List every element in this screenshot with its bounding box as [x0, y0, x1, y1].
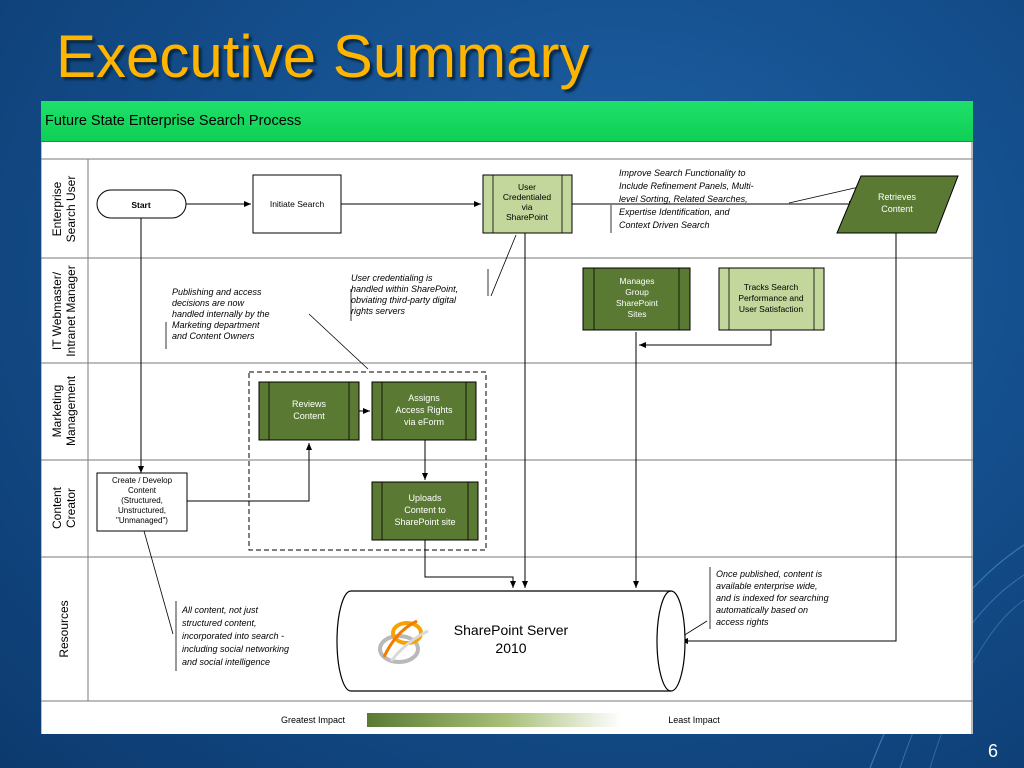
note-line: Once published, content is	[716, 569, 823, 579]
sharepoint-server-node: SharePoint Server 2010	[336, 590, 686, 692]
note-line: rights servers	[351, 306, 406, 316]
start-label: Start	[131, 200, 151, 210]
create-develop-node: Create / Develop Content (Structured, Un…	[96, 472, 188, 532]
legend-greatest-impact: Greatest Impact	[281, 715, 346, 725]
note-line: All content, not just	[181, 605, 259, 615]
node-text-line: Unstructured,	[118, 506, 166, 515]
lane-label-line: Intranet Manager	[64, 265, 78, 356]
reviews-content-node: Reviews Content	[258, 381, 360, 441]
note-line: Context Driven Search	[619, 220, 710, 230]
note-publishing-access: Publishing and access decisions are now …	[172, 287, 270, 341]
lane-label-line: Management	[64, 375, 78, 446]
retrieves-content-node: Retrieves Content	[836, 175, 959, 234]
note-once-published: Once published, content is available ent…	[716, 569, 829, 627]
node-text-line: Assigns	[408, 393, 440, 403]
note-line: Include Refinement Panels, Multi-	[619, 181, 754, 191]
marketing-group-boundary	[248, 371, 487, 551]
node-text-line: Manages	[620, 276, 655, 286]
note-line: Improve Search Functionality to	[619, 168, 746, 178]
flow-connectors	[138, 201, 897, 644]
lane-label-marketing: Marketing Management	[50, 375, 78, 446]
note-line: level Sorting, Related Searches,	[619, 194, 748, 204]
lane-label-line: Marketing	[50, 385, 64, 438]
node-text-line: SharePoint	[616, 298, 659, 308]
swimlane-diagram: Enterprise Search User IT Webmaster/ Int…	[41, 141, 973, 734]
impact-legend: Greatest Impact Least Impact	[281, 713, 720, 727]
note-improve-search: Improve Search Functionality to Include …	[619, 168, 754, 230]
lane-label-line: IT Webmaster/	[50, 271, 64, 350]
node-text-line: "Unmanaged")	[116, 516, 168, 525]
node-text-line: Content	[128, 486, 157, 495]
lane-grid	[41, 141, 973, 734]
lane-label-line: Resources	[57, 600, 71, 657]
node-text-line: Create / Develop	[112, 476, 173, 485]
note-line: and Content Owners	[172, 331, 255, 341]
initiate-search-label: Initiate Search	[270, 199, 325, 209]
note-line: Publishing and access	[172, 287, 262, 297]
note-line: handled internally by the	[172, 309, 270, 319]
manages-group-node: Manages Group SharePoint Sites	[582, 267, 691, 331]
node-text-line: SharePoint site	[394, 517, 455, 527]
node-text-line: SharePoint	[506, 212, 549, 222]
node-text-line: Content to	[404, 505, 446, 515]
node-text-line: 2010	[495, 640, 526, 656]
node-text-line: Retrieves	[878, 192, 917, 202]
node-text-line: Tracks Search	[744, 282, 799, 292]
legend-least-impact: Least Impact	[668, 715, 720, 725]
lane-label-content-creator: Content Creator	[50, 486, 78, 529]
node-text-line: Sites	[628, 309, 647, 319]
note-line: handled within SharePoint,	[351, 284, 458, 294]
node-text-line: (Structured,	[121, 496, 163, 505]
node-text-line: via	[522, 202, 533, 212]
note-line: structured content,	[182, 618, 257, 628]
node-text-line: User	[518, 182, 536, 192]
sharepoint-logo-icon	[378, 619, 429, 664]
node-text-line: Performance and	[738, 293, 803, 303]
note-line: Marketing department	[172, 320, 260, 330]
lane-label-line: Enterprise	[50, 181, 64, 236]
note-line: including social networking	[182, 644, 289, 654]
page-number: 6	[987, 741, 998, 761]
node-text-line: Access Rights	[395, 405, 453, 415]
lane-label-search-user: Enterprise Search User	[50, 176, 78, 243]
note-line: decisions are now	[172, 298, 245, 308]
lane-label-resources: Resources	[57, 600, 71, 657]
note-line: automatically based on	[716, 605, 808, 615]
note-line: incorporated into search -	[182, 631, 284, 641]
node-text-line: Uploads	[408, 493, 442, 503]
node-text-line: Group	[625, 287, 649, 297]
note-all-content: All content, not just structured content…	[181, 605, 289, 667]
uploads-content-node: Uploads Content to SharePoint site	[371, 481, 479, 541]
note-line: access rights	[716, 617, 769, 627]
assigns-access-node: Assigns Access Rights via eForm	[371, 381, 477, 441]
slide-title: Executive Summary	[56, 23, 590, 90]
node-text-line: SharePoint Server	[454, 622, 569, 638]
note-line: available enterprise wide,	[716, 581, 818, 591]
note-user-credentialing: User credentialing is handled within Sha…	[351, 273, 458, 316]
node-text-line: User Satisfaction	[739, 304, 804, 314]
diagram-header-title: Future State Enterprise Search Process	[45, 113, 302, 129]
note-line: and social intelligence	[182, 657, 270, 667]
node-text-line: Reviews	[292, 399, 327, 409]
note-line: Expertise Identification, and	[619, 207, 731, 217]
note-line: and is indexed for searching	[716, 593, 829, 603]
lane-label-it-webmaster: IT Webmaster/ Intranet Manager	[50, 265, 78, 356]
note-line: User credentialing is	[351, 273, 433, 283]
initiate-search-node: Initiate Search	[252, 174, 342, 234]
lane-label-line: Content	[50, 486, 64, 529]
user-credentialed-node: User Credentialed via SharePoint	[482, 174, 573, 234]
lane-label-line: Search User	[64, 176, 78, 243]
callout-leaders	[143, 186, 860, 671]
start-node: Start	[96, 189, 187, 219]
diagram-header: Future State Enterprise Search Process	[41, 101, 973, 142]
node-text-line: Content	[881, 204, 913, 214]
node-text-line: Content	[293, 411, 325, 421]
lane-label-line: Creator	[64, 488, 78, 528]
note-line: obviating third-party digital	[351, 295, 457, 305]
tracks-search-node: Tracks Search Performance and User Satis…	[718, 267, 825, 331]
process-diagram-panel: Future State Enterprise Search Process	[41, 101, 973, 734]
node-text-line: via eForm	[404, 417, 444, 427]
node-text-line: Credentialed	[503, 192, 551, 202]
legend-gradient-bar	[367, 713, 622, 727]
